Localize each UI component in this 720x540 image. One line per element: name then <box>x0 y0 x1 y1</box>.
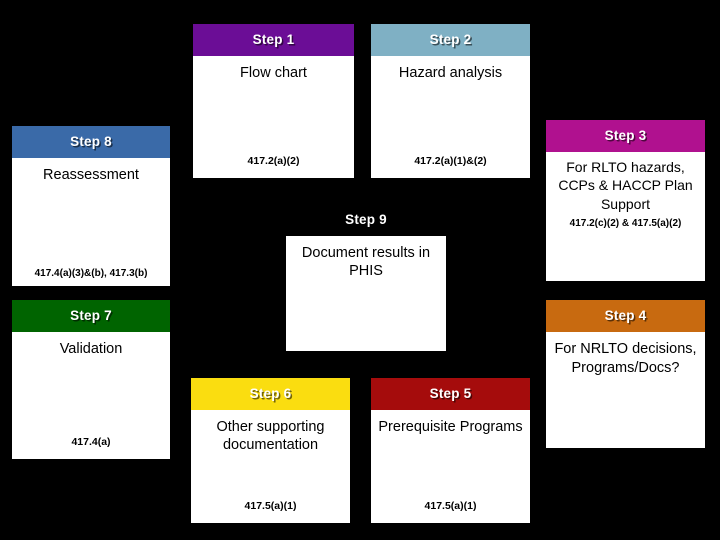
step-9-header: Step 9 <box>286 204 446 236</box>
step-card-step-2[interactable]: Step 2 Hazard analysis 417.2(a)(1)&(2) <box>371 24 530 178</box>
step-3-header: Step 3 <box>546 120 705 152</box>
step-8-citation: 417.4(a)(3)&(b), 417.3(b) <box>34 268 148 279</box>
step-2-header: Step 2 <box>371 24 530 56</box>
step-9-body: Document results in PHIS <box>286 236 446 352</box>
step-3-citation: 417.2(c)(2) & 417.5(a)(2) <box>569 218 682 230</box>
step-8-header: Step 8 <box>12 126 170 158</box>
step-4-citation <box>552 439 699 448</box>
step-2-citation: 417.2(a)(1)&(2) <box>414 155 487 168</box>
step-6-header: Step 6 <box>191 378 350 410</box>
step-6-citation: 417.5(a)(1) <box>244 500 297 513</box>
step-8-title: Reassessment <box>43 166 139 183</box>
step-1-citation: 417.2(a)(2) <box>247 155 300 168</box>
step-3-body: For RLTO hazards, CCPs & HACCP Plan Supp… <box>546 152 705 282</box>
step-5-citation: 417.5(a)(1) <box>424 500 477 513</box>
step-card-step-9[interactable]: Step 9 Document results in PHIS <box>286 204 446 351</box>
step-card-step-1[interactable]: Step 1 Flow chart 417.2(a)(2) <box>193 24 354 178</box>
step-2-title: Hazard analysis <box>398 64 503 81</box>
step-4-header: Step 4 <box>546 300 705 332</box>
step-4-title: For NRLTO decisions, Programs/Docs? <box>554 340 697 376</box>
step-7-body: Validation 417.4(a) <box>12 332 170 460</box>
step-7-citation: 417.4(a) <box>71 436 111 449</box>
step-1-header: Step 1 <box>193 24 354 56</box>
step-5-body: Prerequisite Programs 417.5(a)(1) <box>371 410 530 524</box>
step-9-citation <box>292 342 440 351</box>
step-2-body: Hazard analysis 417.2(a)(1)&(2) <box>371 56 530 179</box>
step-card-step-6[interactable]: Step 6 Other supporting documentation 41… <box>191 378 350 523</box>
step-7-header: Step 7 <box>12 300 170 332</box>
step-3-title: For RLTO hazards, CCPs & HACCP Plan Supp… <box>558 158 693 212</box>
step-8-body: Reassessment 417.4(a)(3)&(b), 417.3(b) <box>12 158 170 287</box>
step-5-title: Prerequisite Programs <box>378 418 523 435</box>
step-6-title: Other supporting documentation <box>216 418 325 454</box>
step-7-title: Validation <box>59 340 123 357</box>
step-5-header: Step 5 <box>371 378 530 410</box>
step-9-title: Document results in PHIS <box>301 244 431 280</box>
step-1-title: Flow chart <box>240 64 307 81</box>
step-4-body: For NRLTO decisions, Programs/Docs? <box>546 332 705 449</box>
step-card-step-4[interactable]: Step 4 For NRLTO decisions, Programs/Doc… <box>546 300 705 448</box>
step-card-step-5[interactable]: Step 5 Prerequisite Programs 417.5(a)(1) <box>371 378 530 523</box>
step-6-body: Other supporting documentation 417.5(a)(… <box>191 410 350 524</box>
step-1-body: Flow chart 417.2(a)(2) <box>193 56 354 179</box>
step-card-step-7[interactable]: Step 7 Validation 417.4(a) <box>12 300 170 459</box>
step-card-step-8[interactable]: Step 8 Reassessment 417.4(a)(3)&(b), 417… <box>12 126 170 286</box>
step-card-step-3[interactable]: Step 3 For RLTO hazards, CCPs & HACCP Pl… <box>546 120 705 281</box>
